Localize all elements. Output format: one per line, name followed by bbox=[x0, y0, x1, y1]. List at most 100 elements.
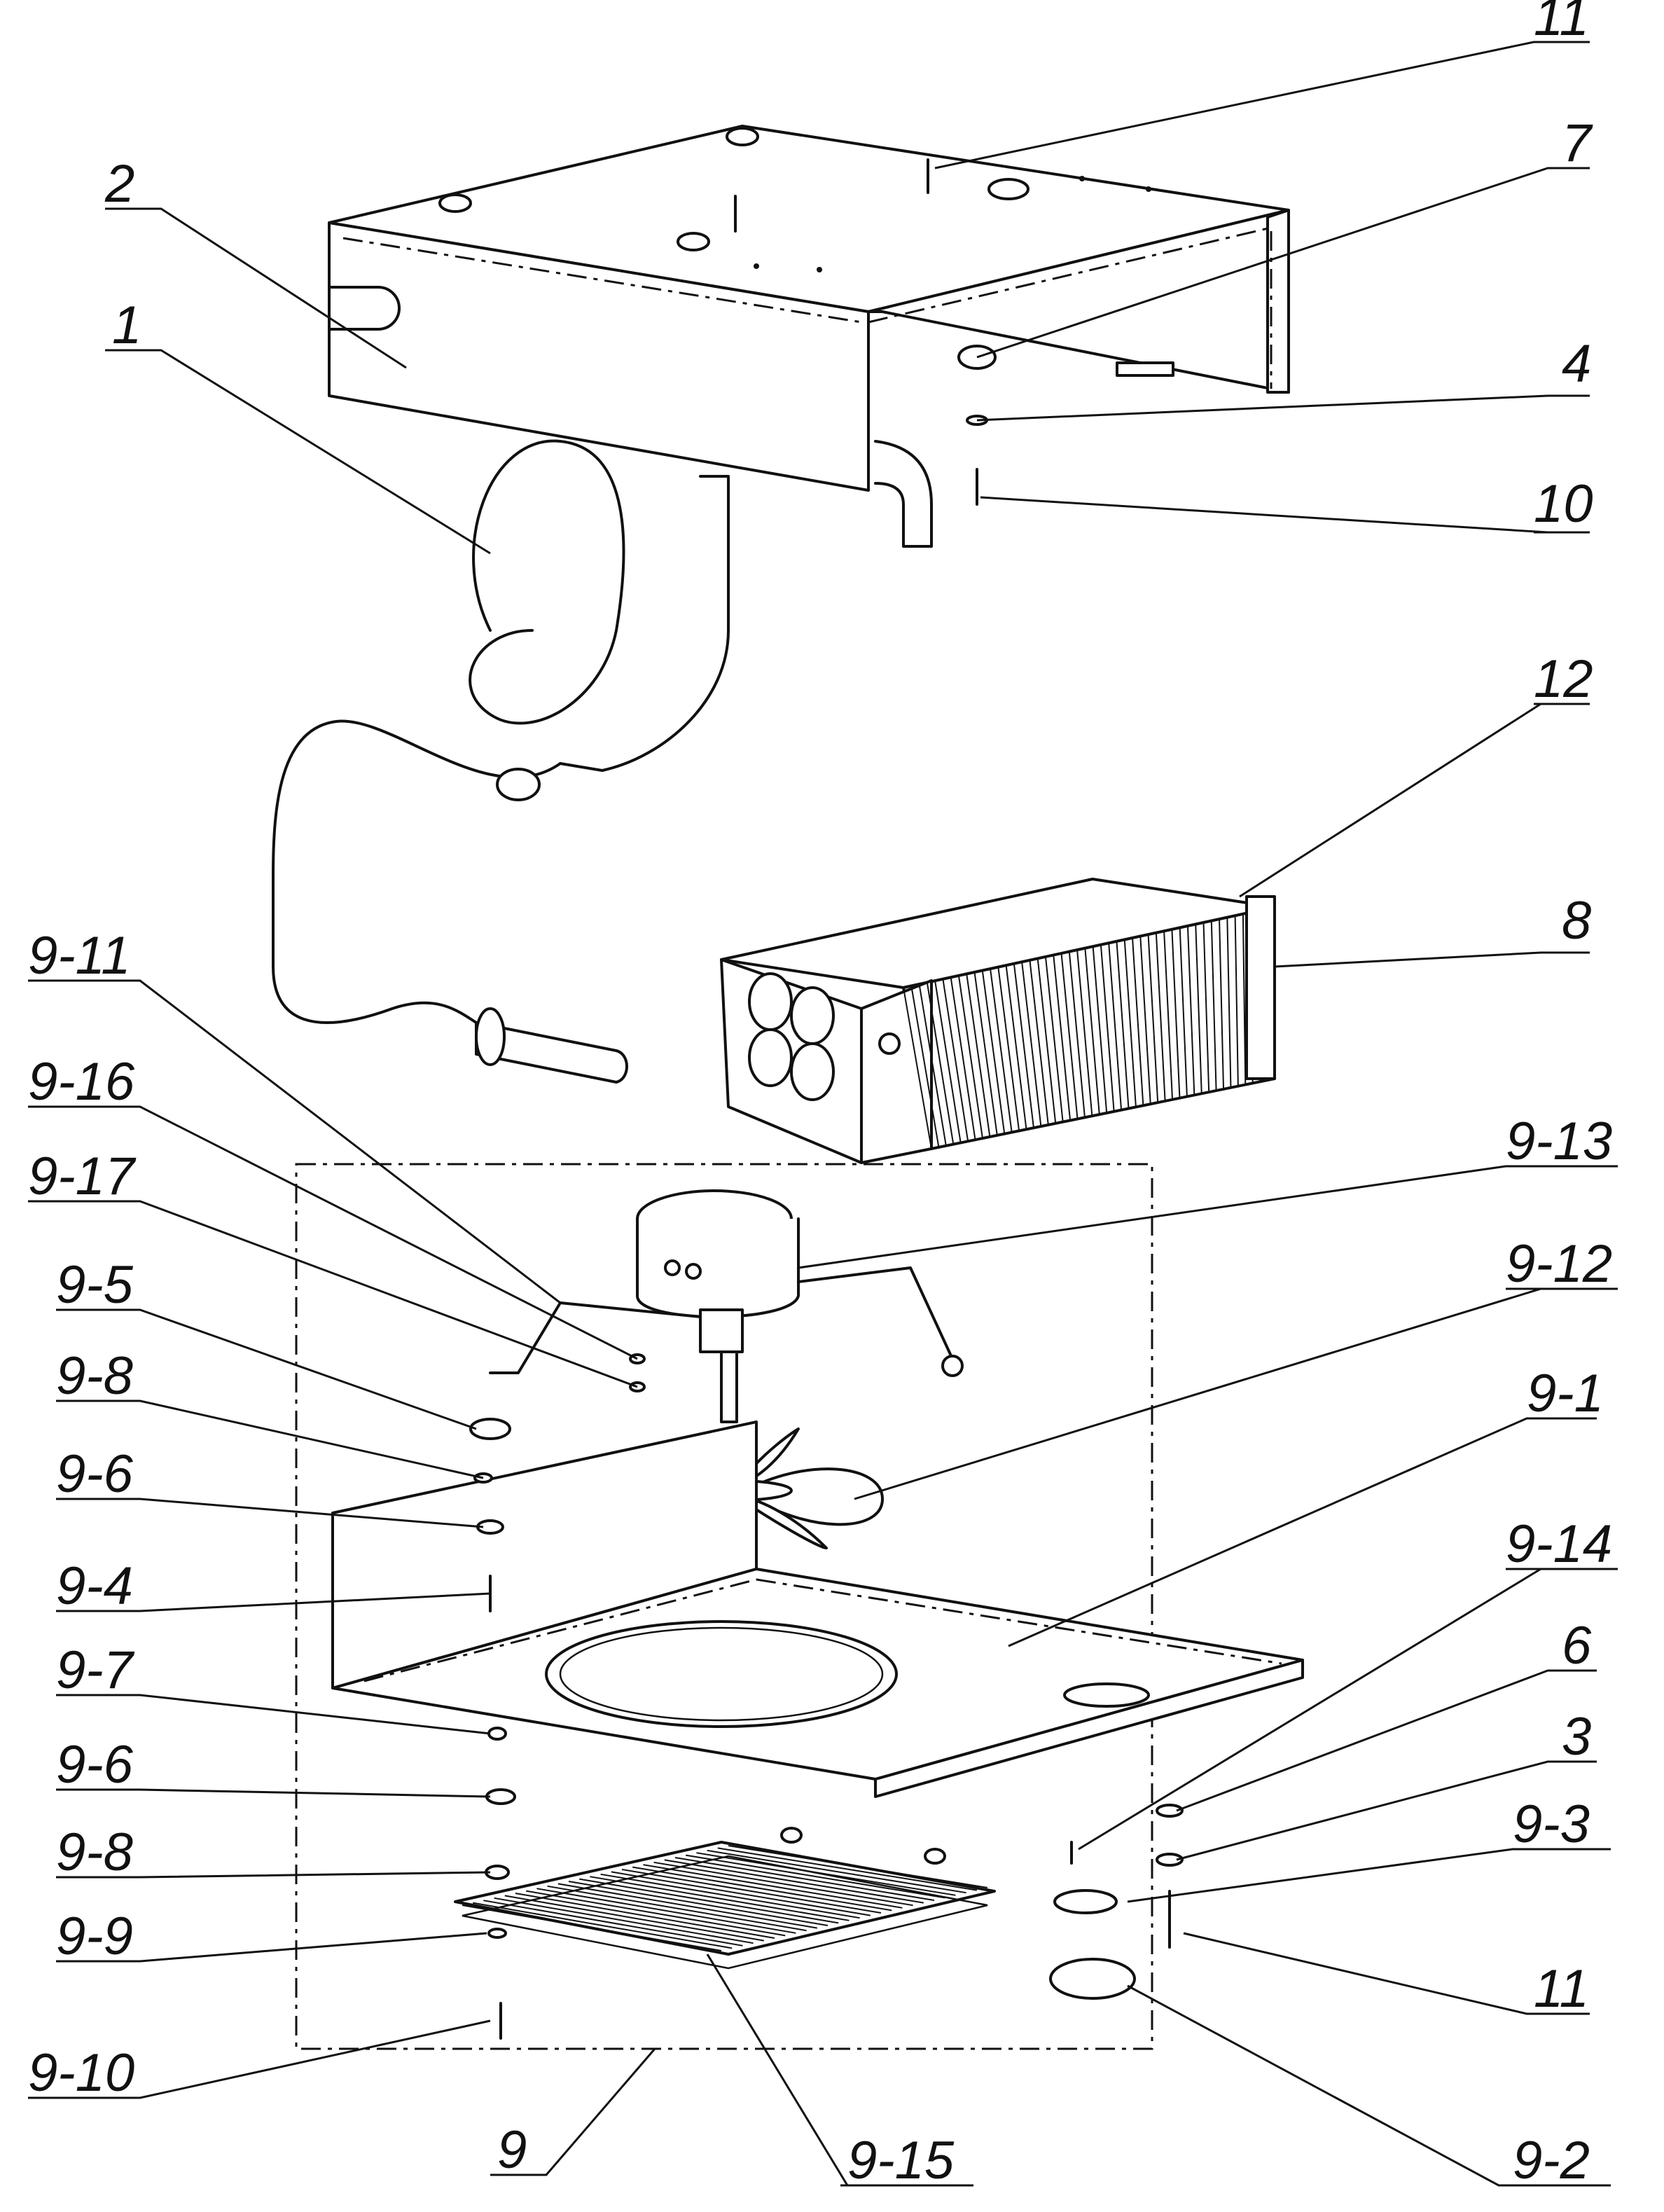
grille-bar bbox=[557, 1883, 817, 1929]
label-9-17: 9-17 bbox=[28, 1147, 137, 1206]
fan-grille bbox=[454, 1827, 996, 1970]
coil-fin bbox=[1163, 931, 1174, 1100]
coil-fin bbox=[942, 979, 969, 1142]
fan-plate bbox=[331, 1420, 1304, 1798]
label-9-11: 9-11 bbox=[28, 926, 130, 986]
grille-bar bbox=[643, 1864, 903, 1909]
coil-fin bbox=[1234, 915, 1239, 1086]
fasteners bbox=[469, 158, 1184, 2040]
label-9-6: 9-6 bbox=[56, 1735, 134, 1795]
label-9-2: 9-2 bbox=[1513, 2131, 1590, 2190]
coil-fin bbox=[1053, 955, 1072, 1121]
grille-bar bbox=[579, 1878, 839, 1924]
evaporator-coil bbox=[720, 878, 1276, 1164]
label-9-16: 9-16 bbox=[28, 1052, 135, 1112]
label-2: 2 bbox=[104, 154, 134, 214]
coil-fin bbox=[1108, 943, 1123, 1110]
label-9-4: 9-4 bbox=[56, 1556, 133, 1616]
label-9-5: 9-5 bbox=[56, 1255, 134, 1315]
coil-fin bbox=[918, 983, 947, 1146]
top-housing bbox=[328, 125, 1290, 548]
coil-fin bbox=[1068, 951, 1086, 1118]
grille-bar bbox=[568, 1881, 828, 1926]
label-9: 9 bbox=[497, 2120, 527, 2180]
label-1: 1 bbox=[112, 296, 141, 355]
grille-bar bbox=[473, 1902, 733, 1949]
label-3: 3 bbox=[1562, 1707, 1591, 1767]
grille-bar bbox=[632, 1866, 892, 1912]
coil-fin bbox=[1186, 925, 1195, 1095]
coil-fin bbox=[1139, 936, 1151, 1105]
coil-fin bbox=[1210, 920, 1217, 1091]
housing-hole-icon bbox=[1079, 176, 1085, 181]
label-7: 7 bbox=[1562, 113, 1593, 173]
label-9-12: 9-12 bbox=[1506, 1234, 1612, 1294]
coil-fin bbox=[1044, 956, 1064, 1122]
coil-fin bbox=[1021, 962, 1042, 1127]
coil-fin bbox=[1179, 927, 1188, 1097]
label-9-8: 9-8 bbox=[56, 1823, 133, 1882]
label-9-13: 9-13 bbox=[1506, 1112, 1612, 1171]
grille-bar bbox=[653, 1861, 913, 1907]
part-labels: 11 7 2 1 4 10 12 8 9-11 9-16 9-17 9-13 9… bbox=[28, 0, 1612, 2190]
coil-fin bbox=[1100, 944, 1115, 1112]
grille-bar bbox=[547, 1885, 807, 1932]
coil-fin bbox=[997, 967, 1020, 1131]
label-10: 10 bbox=[1534, 474, 1593, 534]
coil-fin bbox=[1242, 913, 1247, 1085]
label-9-9: 9-9 bbox=[56, 1907, 133, 1966]
grille-bar bbox=[686, 1854, 945, 1899]
grille-bar bbox=[611, 1871, 871, 1916]
grille-bar bbox=[590, 1876, 850, 1921]
coil-fin bbox=[966, 974, 991, 1138]
grille-bar bbox=[621, 1869, 882, 1914]
coil-fin bbox=[1029, 960, 1049, 1126]
refrigerant-tubing bbox=[272, 439, 730, 1084]
label-8: 8 bbox=[1562, 891, 1591, 951]
grille-bar bbox=[504, 1895, 764, 1942]
fan-motor bbox=[489, 1189, 964, 1423]
coil-fin bbox=[926, 982, 955, 1145]
grille-bar bbox=[483, 1900, 743, 1947]
label-9-6: 9-6 bbox=[56, 1444, 134, 1504]
coil-fin bbox=[934, 981, 962, 1143]
coil-fin bbox=[1036, 958, 1057, 1124]
grille-bars bbox=[462, 1845, 988, 1951]
label-11: 11 bbox=[1534, 0, 1589, 47]
coil-fin bbox=[1155, 932, 1166, 1101]
coil-fin bbox=[1147, 934, 1159, 1103]
coil-fin bbox=[1005, 965, 1027, 1130]
grille-bar bbox=[462, 1905, 722, 1951]
grille-bar bbox=[536, 1888, 796, 1934]
label-9-10: 9-10 bbox=[28, 2043, 134, 2103]
coil-fin bbox=[1013, 963, 1034, 1128]
coil-fin bbox=[1123, 939, 1137, 1107]
grille-bar bbox=[526, 1890, 786, 1937]
coil-fin bbox=[1202, 922, 1210, 1093]
grille-bar bbox=[717, 1847, 977, 1891]
grille-bar bbox=[664, 1859, 924, 1904]
coil-fin bbox=[910, 986, 940, 1148]
coil-fin bbox=[1092, 946, 1108, 1114]
grille-bar bbox=[728, 1845, 988, 1888]
label-12: 12 bbox=[1534, 649, 1593, 709]
label-11: 11 bbox=[1534, 1959, 1589, 2019]
grille-bar bbox=[696, 1852, 956, 1896]
coil-fin bbox=[1226, 917, 1232, 1088]
grille-bar bbox=[494, 1897, 754, 1944]
coil-fin bbox=[1060, 953, 1079, 1119]
grille-bar bbox=[707, 1849, 966, 1894]
housing-hole-icon bbox=[817, 267, 822, 272]
coil-fin bbox=[1219, 919, 1225, 1089]
grille-bar bbox=[674, 1857, 935, 1901]
label-9-8: 9-8 bbox=[56, 1346, 133, 1406]
coil-fin bbox=[973, 972, 998, 1135]
grille-bar bbox=[600, 1873, 860, 1919]
housing-hole-icon bbox=[1146, 186, 1151, 192]
label-9-1: 9-1 bbox=[1527, 1364, 1604, 1423]
label-9-14: 9-14 bbox=[1506, 1514, 1612, 1574]
fan-module-boundary bbox=[295, 1163, 1153, 2050]
coil-fin bbox=[1084, 948, 1100, 1115]
coil-fin bbox=[1132, 937, 1144, 1106]
